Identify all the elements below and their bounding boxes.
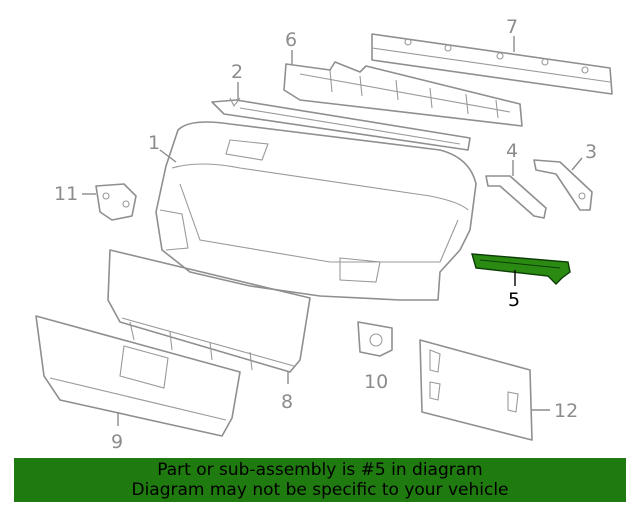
part-1-fascia <box>155 121 477 301</box>
callout-3[interactable]: 3 <box>585 141 597 163</box>
part-4-side-bracket <box>485 175 547 219</box>
part-10-fog-bezel <box>357 321 393 357</box>
part-3-side-bracket <box>533 159 593 211</box>
notice-line-2: Diagram may not be specific to your vehi… <box>131 480 509 500</box>
callout-12[interactable]: 12 <box>554 400 578 422</box>
callout-8[interactable]: 8 <box>281 391 293 413</box>
part-11-mount <box>95 183 137 221</box>
notice-banner: Part or sub-assembly is #5 in diagram Di… <box>14 458 626 502</box>
part-8-upper-grille <box>107 249 311 373</box>
callout-10[interactable]: 10 <box>364 371 388 393</box>
part-5-bracket-highlighted[interactable] <box>471 253 571 285</box>
callout-9[interactable]: 9 <box>111 431 123 453</box>
part-12-plate-bracket <box>419 339 533 441</box>
callout-4[interactable]: 4 <box>506 140 518 162</box>
callout-11[interactable]: 11 <box>54 183 78 205</box>
part-9-lower-grille <box>35 315 241 437</box>
notice-line-1: Part or sub-assembly is #5 in diagram <box>157 460 483 480</box>
part-6-absorber <box>283 61 523 127</box>
part-7-reinforcement <box>371 33 613 95</box>
part-2-upper-bracket <box>211 97 471 151</box>
callout-6[interactable]: 6 <box>285 29 297 51</box>
callout-2[interactable]: 2 <box>231 61 243 83</box>
callout-7[interactable]: 7 <box>506 16 518 38</box>
callout-1[interactable]: 1 <box>148 132 160 154</box>
callout-5[interactable]: 5 <box>508 289 520 311</box>
